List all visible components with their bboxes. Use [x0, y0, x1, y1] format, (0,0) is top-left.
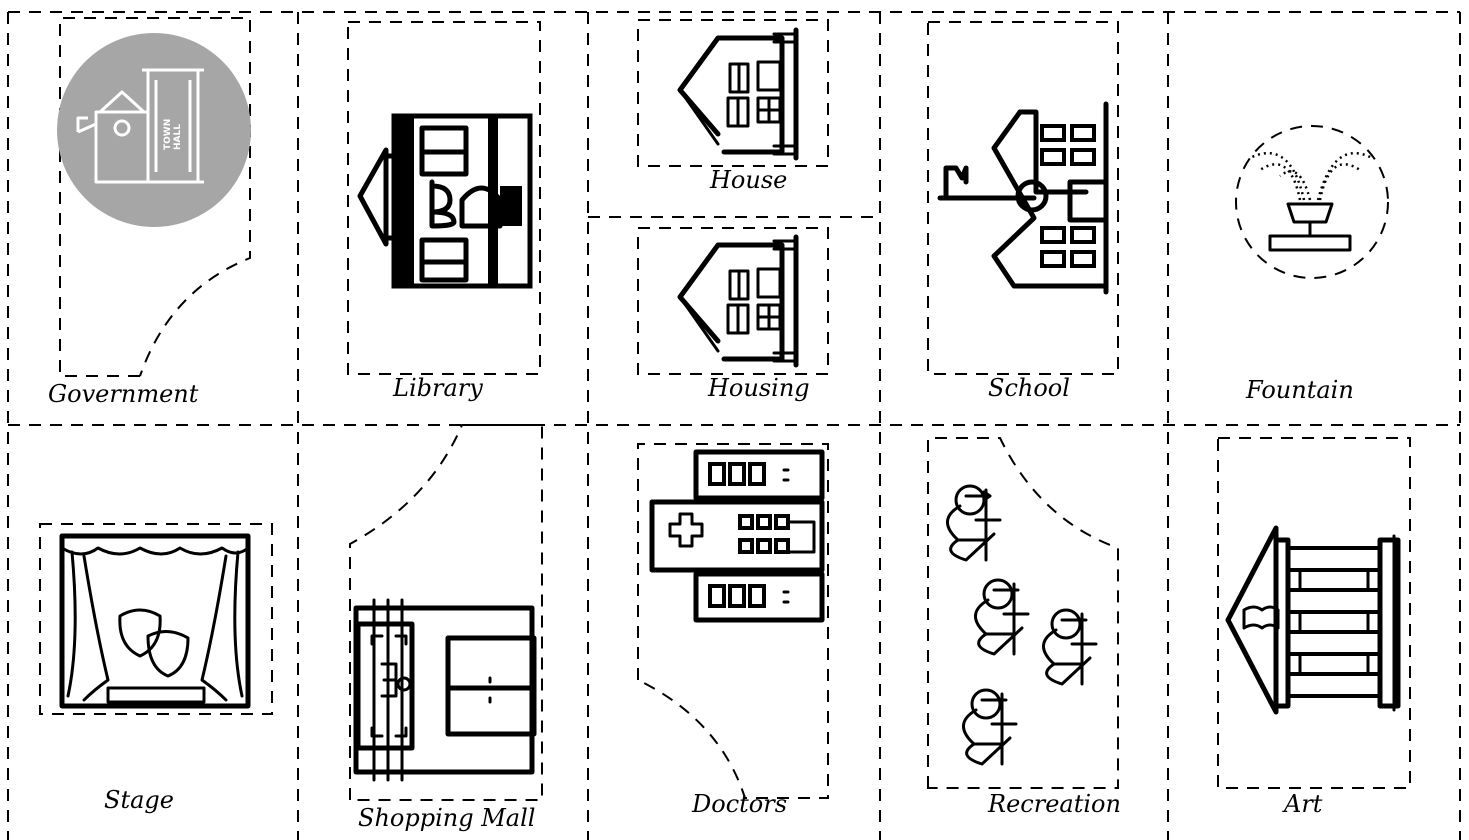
housing-icon	[680, 237, 796, 365]
label-school: School	[988, 374, 1070, 402]
library-icon	[357, 113, 533, 289]
town-hall-sign-line2: HALL	[173, 124, 183, 150]
label-house: House	[710, 166, 788, 194]
label-stage: Stage	[104, 786, 174, 814]
school-icon	[937, 101, 1109, 295]
label-recreation: Recreation	[988, 790, 1121, 818]
doctors-icon	[649, 449, 825, 623]
label-art: Art	[1284, 790, 1323, 818]
fountain-icon	[1249, 152, 1373, 252]
label-housing: Housing	[708, 374, 810, 402]
plot-outlines	[39, 17, 1411, 801]
town-hall-sign-line1: TOWN	[163, 119, 173, 150]
grid-lines	[7, 11, 1461, 840]
shopping-mall-icon	[353, 598, 537, 782]
label-government: Government	[48, 380, 199, 408]
stage-icon	[59, 533, 251, 709]
town-hall-icon: TOWN HALL	[57, 33, 251, 227]
label-fountain: Fountain	[1246, 376, 1354, 404]
art-museum-icon	[1225, 525, 1401, 715]
svg-text:TOWN HALL: TOWN HALL	[163, 116, 183, 150]
recreation-trees-icon	[946, 484, 1098, 766]
label-library: Library	[393, 374, 483, 402]
label-shopping-mall: Shopping Mall	[358, 804, 536, 832]
label-doctors: Doctors	[692, 790, 788, 818]
house-icon	[677, 27, 799, 161]
